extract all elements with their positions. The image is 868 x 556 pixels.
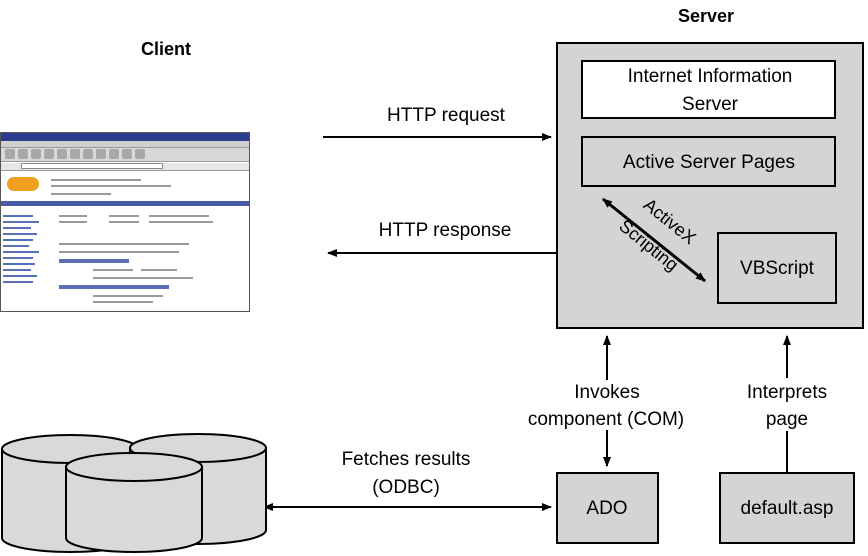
- activex-scripting-arrow: [602, 197, 706, 283]
- interprets-label-line1: Interprets: [747, 382, 827, 403]
- fetches-label-line1: Fetches results: [342, 449, 471, 470]
- vbscript-label: VBScript: [740, 258, 815, 279]
- content-section-bar: [59, 259, 129, 263]
- page-sidebar: [3, 211, 43, 287]
- asp-box: [581, 136, 836, 187]
- search-icon: [70, 149, 80, 159]
- invokes-label-line2: component (COM): [528, 409, 684, 430]
- msn-logo: [7, 177, 39, 191]
- content-section-bar: [59, 285, 169, 289]
- content-line: [59, 251, 179, 253]
- page-subheading-line: [51, 185, 171, 187]
- database-cylinder-front: [65, 452, 203, 553]
- mail-icon: [122, 149, 132, 159]
- content-line: [109, 215, 139, 217]
- iis-box: [581, 60, 836, 119]
- default-asp-label: default.asp: [741, 498, 834, 519]
- content-line: [93, 269, 133, 271]
- http-request-label: HTTP request: [387, 105, 506, 126]
- ado-label: ADO: [586, 498, 627, 519]
- content-line: [93, 277, 193, 279]
- forward-icon: [18, 149, 28, 159]
- content-line: [149, 221, 213, 223]
- favorites-icon: [83, 149, 93, 159]
- refresh-icon: [44, 149, 54, 159]
- page-heading-line: [51, 179, 141, 181]
- content-line: [59, 221, 87, 223]
- server-title: Server: [678, 6, 734, 26]
- content-line: [141, 269, 177, 271]
- http-response-label: HTTP response: [379, 220, 512, 241]
- fetches-label-line2: (ODBC): [372, 477, 440, 498]
- ado-box: [556, 472, 659, 544]
- browser-titlebar: [1, 133, 249, 141]
- asp-label: Active Server Pages: [623, 152, 795, 173]
- history-icon: [96, 149, 106, 159]
- browser-page-content: [1, 171, 249, 311]
- back-icon: [5, 149, 15, 159]
- content-line: [109, 221, 139, 223]
- content-line: [59, 215, 87, 217]
- home-icon: [57, 149, 67, 159]
- edit-icon: [135, 149, 145, 159]
- browser-toolbar: [1, 148, 249, 162]
- content-line: [59, 243, 189, 245]
- browser-address-bar: [1, 163, 249, 171]
- client-title: Client: [141, 39, 191, 59]
- invokes-label-line1: Invokes: [574, 382, 639, 403]
- stop-icon: [31, 149, 41, 159]
- content-line: [93, 295, 163, 297]
- interprets-label-line2: page: [766, 409, 808, 430]
- default-asp-box: [719, 472, 855, 544]
- address-field: [21, 163, 163, 169]
- browser-menubar: [1, 141, 249, 148]
- vbscript-box: [717, 232, 837, 304]
- iis-label-line1: Internet Information: [628, 66, 793, 87]
- client-browser-screenshot: [0, 132, 250, 312]
- page-navbar: [1, 201, 249, 206]
- page-search-line: [51, 193, 111, 195]
- content-line: [93, 301, 153, 303]
- iis-label-line2: Server: [682, 94, 739, 115]
- content-line: [149, 215, 209, 217]
- print-icon: [109, 149, 119, 159]
